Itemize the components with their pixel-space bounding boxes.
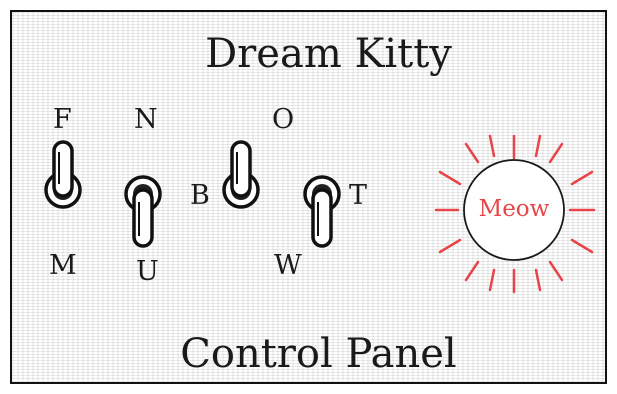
switch-1-bottom-label: M [49,252,77,279]
toggle-switch-o-b[interactable] [221,140,261,212]
toggle-switch-f-m[interactable] [43,140,83,212]
toggle-switch-down-icon [123,174,163,250]
toggle-switch-t-w[interactable] [302,174,342,250]
toggle-switch-up-icon [221,140,261,212]
switch-3-side-label: B [190,182,210,209]
toggle-switch-down-icon [302,174,342,250]
switch-3-top-label: O [272,106,294,133]
toggle-switch-n-u[interactable] [123,174,163,250]
switch-4-side-label: T [349,182,367,209]
panel-title: Dream Kitty [12,34,605,74]
control-panel: Dream Kitty F M N U O B [10,10,607,384]
panel-subtitle: Control Panel [12,334,605,374]
meow-button-label: Meow [422,198,606,221]
switch-4-bottom-label: W [274,252,302,279]
meow-button[interactable]: Meow [422,122,606,306]
switch-2-top-label: N [134,106,158,133]
switch-2-bottom-label: U [136,258,159,285]
toggle-switch-up-icon [43,140,83,212]
switch-1-top-label: F [53,106,72,133]
